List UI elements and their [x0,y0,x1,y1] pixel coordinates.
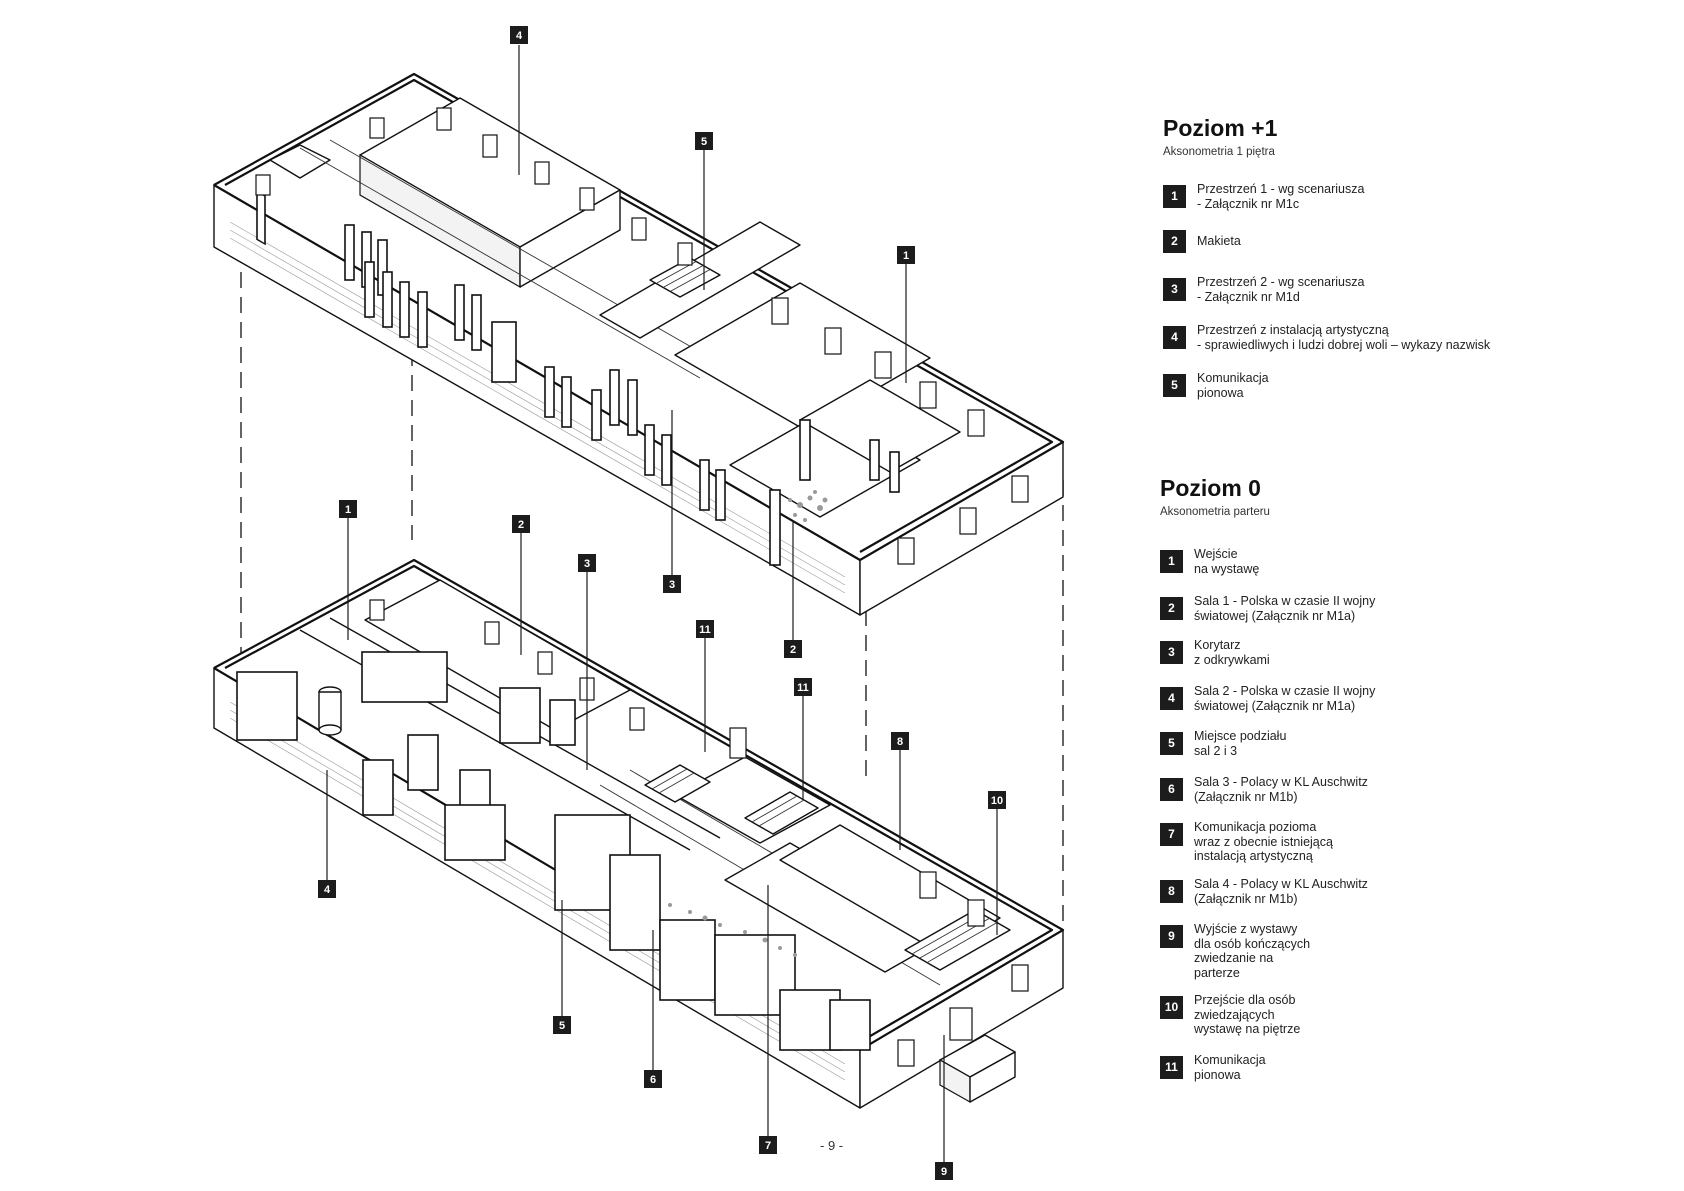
callout-lower-2: 2 [512,515,530,655]
callout-lower-1: 1 [339,500,357,640]
legend-text: Wyjście z wystawy dla osób kończących zw… [1194,922,1311,980]
legend-text: Sala 4 - Polacy w KL Auschwitz (Załączni… [1194,877,1368,906]
svg-text:5: 5 [701,136,707,148]
legend-number-badge: 10 [1160,996,1183,1019]
legend-text: Sala 1 - Polska w czasie II wojny świato… [1194,594,1376,623]
legend-text: Przejście dla osób zwiedzających wystawę… [1194,993,1301,1036]
svg-text:7: 7 [765,1140,771,1152]
callout-upper-2: 2 [784,520,802,658]
legend-subtitle-level-0: Aksonometria parteru [1160,506,1270,518]
lower-level-building [212,558,1065,1109]
svg-text:3: 3 [669,579,675,591]
page-number: - 9 - [820,1138,844,1153]
legend-text: Korytarz z odkrywkami [1194,638,1270,667]
legend-text: Sala 2 - Polska w czasie II wojny świato… [1194,684,1376,713]
callout-lower-9: 9 [935,1035,953,1180]
callout-lower-8: 8 [891,732,909,850]
callout-upper-3: 3 [663,410,681,593]
legend-text: Sala 3 - Polacy w KL Auschwitz (Załączni… [1194,775,1368,804]
display-panels-lower [236,651,871,1051]
callout-lower-5: 5 [553,900,571,1034]
legend-number-badge: 9 [1160,925,1183,948]
callout-upper-5: 5 [695,132,713,290]
svg-text:6: 6 [650,1074,656,1086]
legend-number-badge: 8 [1160,880,1183,903]
legend-number-badge: 3 [1163,278,1186,301]
legend-number-badge: 3 [1160,641,1183,664]
entrance-steps [939,1007,1016,1104]
callout-lower-11a: 11 [696,620,714,752]
callout-upper-1: 1 [897,246,915,383]
svg-text:2: 2 [518,519,524,531]
callout-lower-7: 7 [759,885,777,1154]
legend-text: Przestrzeń 2 - wg scenariusza - Załączni… [1197,275,1365,304]
legend-text: Komunikacja pozioma wraz z obecnie istni… [1194,820,1333,863]
svg-text:9: 9 [941,1166,947,1178]
legend-number-badge: 7 [1160,823,1183,846]
legend-text: Makieta [1197,234,1241,248]
art-installation-scatter-lower [668,903,797,957]
art-installation-scatter [788,490,828,522]
legend-subtitle-level-plus1: Aksonometria 1 piętra [1163,146,1275,158]
callout-lower-11b: 11 [794,678,812,800]
legend-number-badge: 4 [1160,687,1183,710]
legend-number-badge: 1 [1160,550,1183,573]
svg-text:3: 3 [584,558,590,570]
svg-text:2: 2 [790,644,796,656]
svg-text:4: 4 [516,30,523,42]
svg-text:1: 1 [345,504,351,516]
legend-number-badge: 5 [1163,374,1186,397]
svg-text:4: 4 [324,884,331,896]
legend-text: Przestrzeń 1 - wg scenariusza - Załączni… [1197,182,1365,211]
svg-text:11: 11 [797,682,809,694]
legend-number-badge: 2 [1163,230,1186,253]
callout-lower-10: 10 [988,791,1006,935]
windows-upper [255,107,1029,565]
legend-text: Wejście na wystawę [1194,547,1260,576]
svg-text:1: 1 [903,250,909,262]
legend-number-badge: 6 [1160,778,1183,801]
legend-number-badge: 2 [1160,597,1183,620]
callout-upper-4: 4 [510,26,528,175]
svg-text:8: 8 [897,736,903,748]
legend-title-level-0: Poziom 0 [1160,475,1261,501]
legend-number-badge: 11 [1160,1056,1183,1079]
svg-text:10: 10 [991,795,1003,807]
upper-level-building [212,72,1065,616]
legend-number-badge: 4 [1163,326,1186,349]
svg-text:11: 11 [699,624,711,636]
legend-number-badge: 1 [1163,185,1186,208]
legend-text: Komunikacja pionowa [1197,371,1269,400]
legend-title-level-plus1: Poziom +1 [1163,115,1278,141]
display-panels-upper [256,190,900,566]
callout-lower-4: 4 [318,770,336,898]
legend-number-badge: 5 [1160,732,1183,755]
callouts: 4 5 1 3 2 1 2 [318,26,1006,1180]
legend-text: Miejsce podziału sal 2 i 3 [1194,729,1287,758]
svg-text:5: 5 [559,1020,565,1032]
legend-text: Przestrzeń z instalacją artystyczną - sp… [1197,323,1491,352]
windows-lower [369,599,1029,1067]
callout-lower-3: 3 [578,554,596,770]
column [318,686,342,736]
legend-text: Komunikacja pionowa [1194,1053,1266,1082]
callout-lower-6: 6 [644,930,662,1088]
